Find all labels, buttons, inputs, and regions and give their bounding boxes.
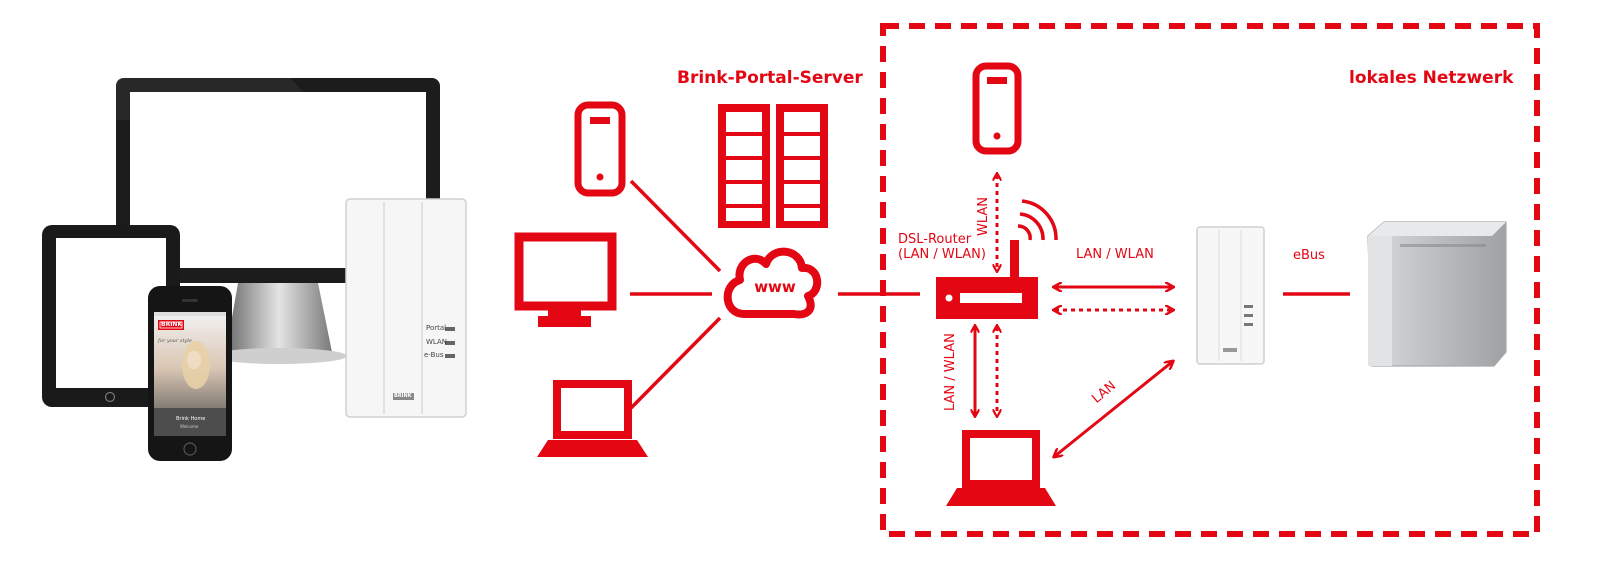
- gateway-panel-photo: [345, 198, 467, 418]
- dsl-router-label-line1: DSL-Router: [898, 232, 972, 247]
- remote-smartphone-icon: [574, 101, 626, 197]
- local-network-label: lokales Netzwerk: [1349, 68, 1514, 88]
- gateway-status-ebus: e-Bus: [424, 351, 444, 359]
- router-icon: [936, 240, 1038, 319]
- cloud-icon: [723, 247, 821, 319]
- phone-brand-logo: BRINK: [161, 321, 183, 328]
- local-smartphone-icon: [972, 62, 1022, 155]
- phone-tagline: for your style: [158, 338, 192, 344]
- gateway-brand-logo: BRINK: [394, 393, 412, 399]
- wlan-vertical-label: WLAN: [976, 196, 991, 236]
- www-label: www: [754, 278, 796, 296]
- remote-monitor-icon: [514, 232, 617, 327]
- ebus-label: eBus: [1293, 248, 1325, 263]
- dsl-router-label: DSL-Router (LAN / WLAN): [898, 232, 986, 263]
- phone-app-title: Brink Home: [176, 416, 206, 422]
- gateway-status-wlan: WLAN: [426, 338, 448, 346]
- server-rack-icon: [718, 104, 828, 228]
- connection-arrows: [975, 175, 1350, 456]
- gateway-laptop-lan-arrow: [1055, 362, 1172, 456]
- gateway-module: [1196, 226, 1265, 365]
- device-photo-group: [42, 78, 467, 461]
- phone-device: [148, 286, 232, 461]
- lan-wlan-vertical-label: LAN / WLAN: [943, 333, 958, 411]
- portal-server-label: Brink-Portal-Server: [677, 68, 863, 88]
- dsl-router-label-line2: (LAN / WLAN): [898, 246, 986, 262]
- lan-wlan-horizontal-label: LAN / WLAN: [1076, 247, 1154, 262]
- remote-laptop-icon: [537, 380, 648, 457]
- local-laptop-icon: [946, 430, 1056, 506]
- local-network-boundary: [880, 23, 1540, 537]
- gateway-status-portal: Portal: [426, 324, 447, 332]
- wifi-signal-icon: [1017, 199, 1058, 241]
- phone-app-subtitle: Welcome: [180, 424, 199, 429]
- tablet-device: [42, 225, 180, 407]
- internet-connection-lines: [629, 179, 920, 410]
- ventilation-unit: [1367, 221, 1507, 367]
